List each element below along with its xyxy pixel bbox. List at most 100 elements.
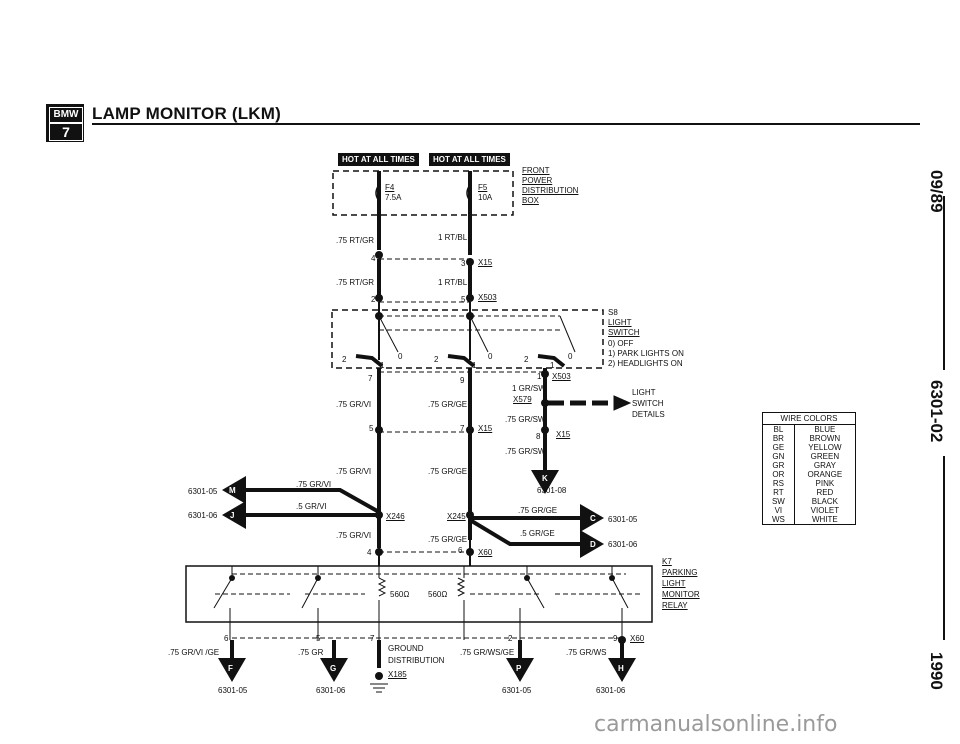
wire-color-row: RS PINK (763, 479, 855, 488)
connector-label: X503 (478, 293, 497, 302)
wire-label: .75 GR/GE (428, 535, 468, 544)
pin-label: 6 (224, 634, 229, 643)
wire-color-name: GREEN (810, 452, 840, 461)
switch-pos-label: 2 (434, 355, 439, 364)
wire-color-code: GN (763, 452, 795, 461)
connector-label: X60 (630, 634, 645, 643)
watermark: carmanualsonline.info (594, 712, 838, 737)
wire-color-name: BLUE (814, 425, 836, 434)
pin-label: 4 (367, 548, 372, 557)
pin-label: 8 (536, 432, 541, 441)
wire-color-name: VIOLET (810, 506, 840, 515)
wire-color-row: GN GREEN (763, 452, 855, 461)
light-switch-position-0: 0) OFF (608, 339, 634, 348)
ref-p-letter: P (516, 664, 522, 673)
wire-color-row: VI VIOLET (763, 506, 855, 515)
wire-color-name: PINK (815, 479, 835, 488)
wire-label: .75 GR/WS (566, 648, 607, 657)
connector-label: X185 (388, 670, 407, 679)
ref-g-arrow (320, 658, 348, 682)
pin-label: 7 (368, 374, 373, 383)
wire-color-name: ORANGE (807, 470, 843, 479)
wire-color-name: WHITE (811, 515, 838, 524)
wire-color-name: BROWN (809, 434, 841, 443)
switch-pos-label: 0 (568, 352, 573, 361)
wire-label: 1 RT/BL (438, 233, 468, 242)
light-switch-position-2: 2) HEADLIGHTS ON (608, 359, 683, 368)
wire-label: .75 GR/SW (505, 447, 546, 456)
fuse-f5-label: F5 (478, 183, 488, 192)
connector-label: X579 (513, 395, 532, 404)
ref-k-page: 6301-08 (537, 486, 567, 495)
pin-label: 2 (508, 634, 513, 643)
pin-label: 3 (461, 259, 466, 268)
ref-c-letter: C (590, 514, 596, 523)
ref-m-letter: M (229, 486, 236, 495)
ref-m-arrow (222, 476, 246, 504)
wire-label: .75 RT/GR (336, 278, 375, 287)
light-switch-details-3: DETAILS (632, 410, 665, 419)
relay-name-4: RELAY (662, 601, 688, 610)
relay-name-2: LIGHT (662, 579, 686, 588)
connector-label: X15 (556, 430, 571, 439)
wire-color-code: GR (763, 461, 795, 470)
ground-label-2: DISTRIBUTION (388, 656, 445, 665)
wire-label: .75 GR/VI (296, 480, 332, 489)
fuse-f5-amperage: 10A (478, 193, 493, 202)
wire-colors-title: WIRE COLORS (763, 413, 855, 425)
pin-label: 1 (537, 372, 542, 381)
wire-color-row: WS WHITE (763, 515, 855, 524)
logo-brand: BMW (49, 107, 83, 123)
switch-pos-label: 1 (472, 361, 477, 370)
pin-label: 9 (460, 376, 465, 385)
wire-label: .75 GR/SW (505, 415, 546, 424)
connector-label: X15 (478, 424, 493, 433)
fuse-f4-amperage: 7.5A (385, 193, 402, 202)
pin-label: 7 (370, 634, 375, 643)
ref-p-arrow (506, 658, 534, 682)
ref-h-page: 6301-06 (596, 686, 626, 695)
pin-label: 7 (460, 424, 465, 433)
switch-pos-label: 1 (550, 361, 555, 370)
ref-p-page: 6301-05 (502, 686, 532, 695)
ref-j-letter: J (230, 511, 235, 520)
switch-pos-label: 0 (398, 352, 403, 361)
fuse-box-name-2: POWER (522, 176, 553, 185)
ref-f-letter: F (228, 664, 233, 673)
ref-f-page: 6301-05 (218, 686, 248, 695)
ref-k-letter: K (542, 474, 548, 483)
relay-id: K7 (662, 557, 672, 566)
wire-color-code: VI (763, 506, 795, 515)
light-switch-name-1: LIGHT (608, 318, 632, 327)
pin-label: 9 (613, 634, 618, 643)
wire-label: .75 GR/GE (428, 400, 468, 409)
wire-label: .75 GR/VI /GE (168, 648, 220, 657)
connector-label: X245 (447, 512, 466, 521)
ref-k-arrow (531, 470, 559, 494)
fuse-box-name-4: BOX (522, 196, 539, 205)
switch-pos-label: 2 (524, 355, 529, 364)
pin-label: 4 (371, 254, 376, 263)
ref-d-letter: D (590, 540, 596, 549)
hot-at-all-times-label-2: HOT AT ALL TIMES (429, 153, 510, 166)
wire-color-code: WS (763, 515, 795, 524)
switch-pos-label: 1 (380, 361, 385, 370)
light-switch-details-1: LIGHT (632, 388, 656, 397)
page-title: LAMP MONITOR (LKM) (92, 104, 282, 123)
wire-color-code: RT (763, 488, 795, 497)
connector-label: X503 (552, 372, 571, 381)
connector-label: X60 (478, 548, 493, 557)
wire-color-code: RS (763, 479, 795, 488)
light-switch-position-1: 1) PARK LIGHTS ON (608, 349, 684, 358)
pin-label: 5 (461, 295, 466, 304)
logo-model: 7 (49, 123, 83, 141)
ground-label-1: GROUND (388, 644, 424, 653)
wire-color-name: GRAY (813, 461, 836, 470)
